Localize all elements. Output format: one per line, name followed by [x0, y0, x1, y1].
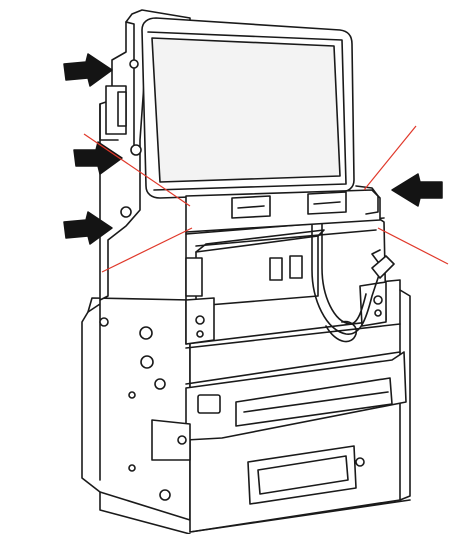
display-screen	[151, 37, 341, 183]
left-side-plate-edge	[87, 299, 101, 481]
bracket-hole	[373, 295, 383, 305]
callout-leader-line	[83, 133, 191, 207]
left-foot	[99, 491, 191, 534]
usb-aux-slot-inner	[257, 455, 349, 495]
middle-section	[185, 213, 395, 345]
ribbon-cable	[311, 213, 381, 335]
cable-loop	[325, 320, 358, 343]
bracket-screw	[129, 59, 139, 69]
aux-jack	[355, 457, 365, 467]
mount-hole	[159, 489, 171, 501]
bottom-rail	[189, 499, 411, 533]
bracket-screw	[130, 144, 142, 156]
callout-leader-line	[377, 227, 449, 265]
mount-hole	[128, 391, 136, 399]
bracket-hole	[374, 309, 382, 317]
display-assembly	[141, 17, 381, 233]
cable-connector	[371, 255, 395, 279]
block-arrow-icon	[63, 211, 113, 245]
hinge-detail	[237, 201, 341, 209]
callout-leaders	[83, 125, 449, 273]
mount-hole	[128, 464, 136, 472]
eject-button	[197, 394, 221, 414]
bracket-hole	[195, 315, 205, 325]
cable-plug	[371, 249, 381, 263]
left-module-block	[185, 257, 203, 297]
rear-bracket-tab	[99, 103, 119, 141]
mount-hole	[140, 355, 154, 369]
callout-leader-line	[363, 125, 417, 191]
push-arrows	[63, 53, 443, 245]
rear-bracket-inner	[125, 21, 135, 151]
bracket-hole	[177, 435, 187, 445]
ribbon-cable-edge	[321, 213, 367, 325]
block-arrow-icon	[63, 53, 113, 87]
bracket-hole	[196, 330, 204, 338]
bracket-screw	[120, 206, 132, 218]
mount-hole	[154, 378, 166, 390]
cd-slot-line	[243, 391, 389, 413]
connector-block	[269, 257, 283, 281]
block-arrow-icon	[73, 141, 123, 175]
left-side-plate	[81, 297, 191, 521]
mount-hole	[139, 326, 153, 340]
lower-chassis	[81, 279, 411, 534]
radio-module-top	[195, 229, 325, 253]
mount-hole	[99, 317, 109, 327]
connector-block	[289, 255, 303, 279]
block-arrow-icon	[391, 173, 443, 207]
right-lower-edge	[399, 289, 411, 501]
chassis-ridge	[185, 323, 401, 385]
bracket-slot	[117, 91, 127, 127]
callout-leader-line	[101, 227, 193, 273]
left-bracket	[151, 419, 191, 461]
display-bezel-line	[147, 31, 347, 191]
